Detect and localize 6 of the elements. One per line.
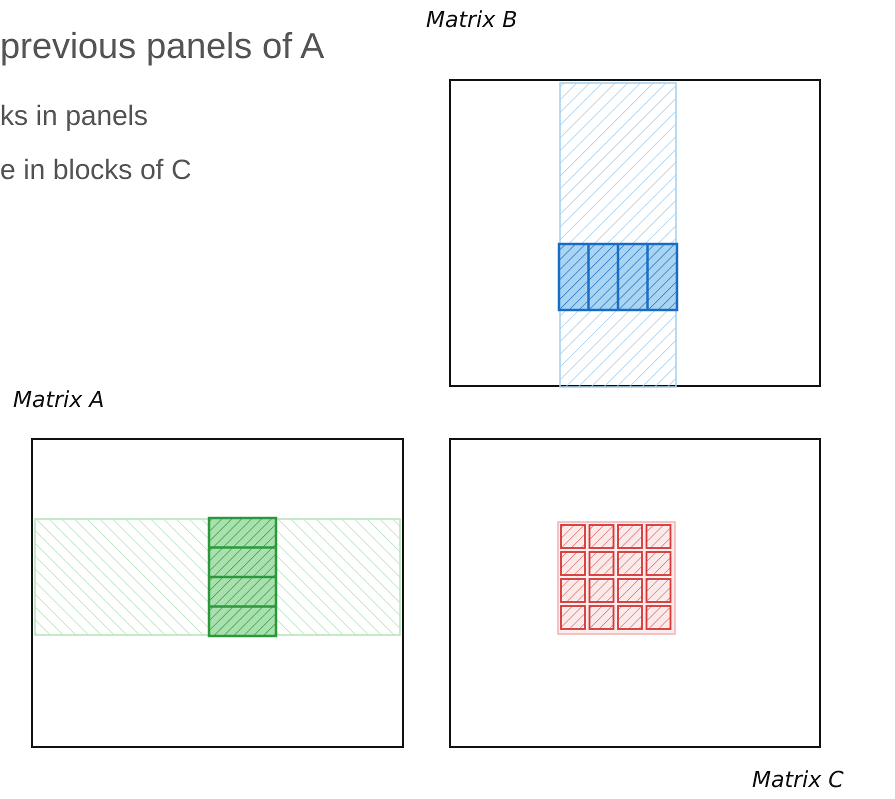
text-line: ks in panels <box>0 102 148 130</box>
text-line: previous panels of A <box>0 28 324 64</box>
matrix-title: Matrix B <box>426 10 518 32</box>
matrix-title: Matrix A <box>13 390 104 412</box>
text-line: e in blocks of C <box>0 156 192 184</box>
matrix-title: Matrix C <box>752 770 844 792</box>
